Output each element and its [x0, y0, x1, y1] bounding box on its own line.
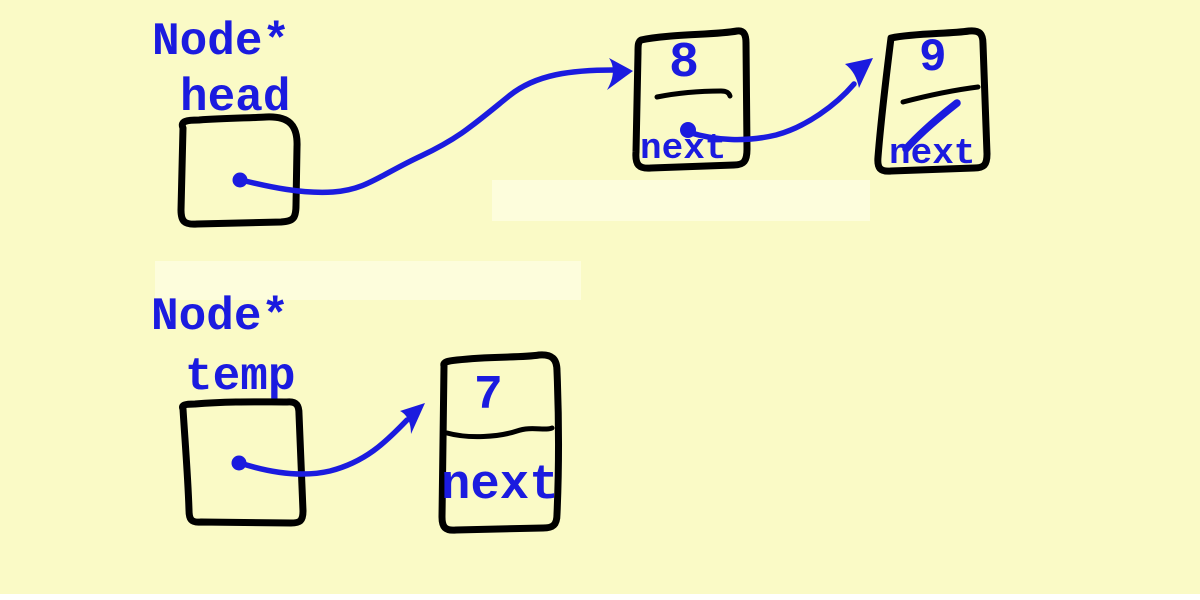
- temp-arrowhead: [400, 403, 425, 434]
- node8-next-label: next: [640, 128, 727, 169]
- node7-next-label: next: [441, 457, 559, 513]
- node9-next-label: next: [889, 133, 976, 174]
- temp-type-label: Node*: [151, 291, 290, 343]
- head-type-label: Node*: [152, 16, 291, 68]
- light-patch-middle: [155, 261, 581, 300]
- head-arrowhead: [607, 58, 633, 90]
- node7-box: [438, 351, 562, 534]
- temp-arrow: [237, 417, 410, 477]
- head-name-label: head: [180, 72, 291, 124]
- node9-value: 9: [919, 32, 947, 84]
- node8-divider: [654, 88, 733, 100]
- temp-name-label: temp: [185, 351, 296, 403]
- node9-divider: [900, 84, 981, 105]
- head-arrow: [238, 67, 617, 196]
- node8-box: [632, 27, 751, 172]
- node9-null-slash: [902, 99, 961, 153]
- temp-box: [179, 398, 307, 527]
- node7-value: 7: [474, 369, 503, 423]
- node7-divider: [444, 425, 555, 440]
- node8-arrow: [685, 81, 857, 143]
- node9-box: [874, 27, 991, 175]
- light-patch-top: [492, 180, 870, 221]
- bottom-white-strip: [0, 594, 1200, 600]
- head-box: [177, 113, 301, 228]
- node8-value: 8: [669, 35, 700, 92]
- node8-arrowhead: [845, 58, 873, 88]
